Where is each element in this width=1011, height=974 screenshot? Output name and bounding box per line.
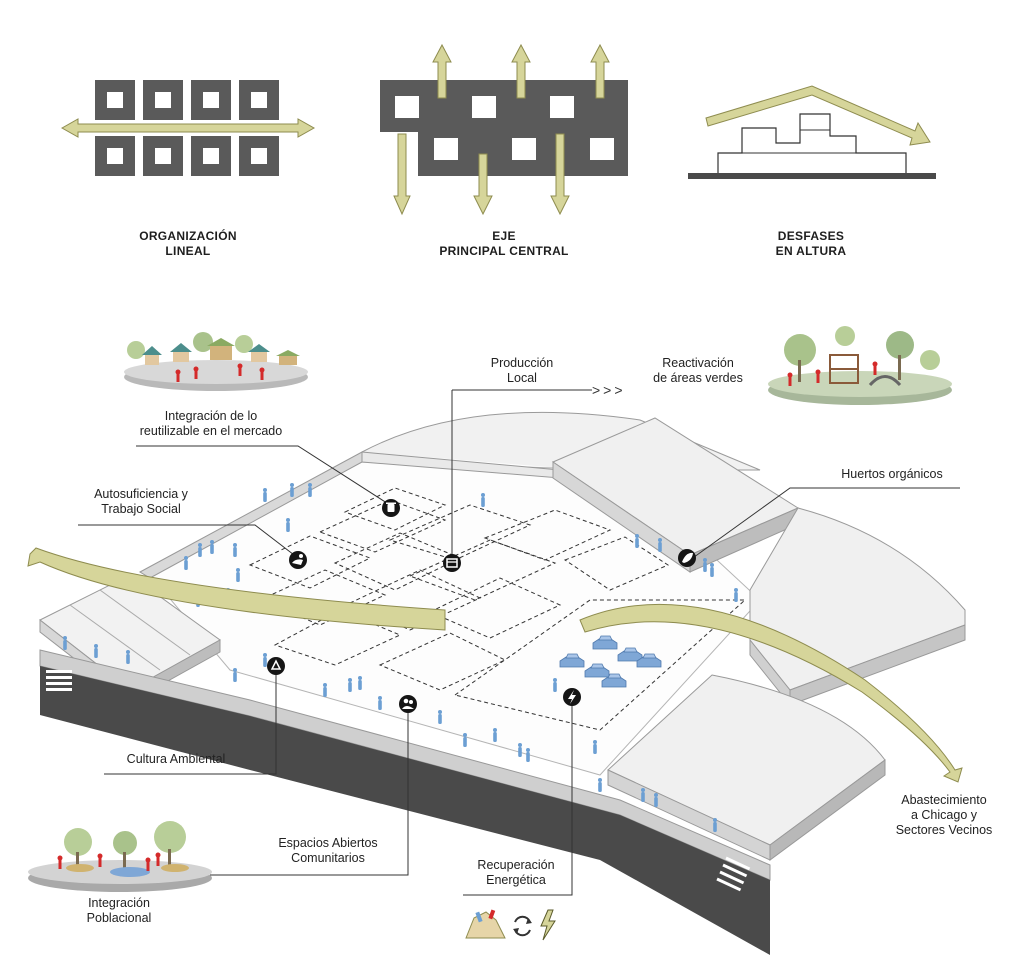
callout-autosuficiencia-line2: Trabajo Social xyxy=(101,502,181,516)
green-areas-vignette xyxy=(768,326,952,405)
callout-espacios: Espacios Abiertos Comunitarios xyxy=(278,836,377,866)
callout-reutilizable: Integración de lo reutilizable en el mer… xyxy=(140,409,282,439)
central-axis-diagram xyxy=(380,43,628,216)
concept-height-line2: EN ALTURA xyxy=(775,244,847,258)
callout-reutilizable-line1: Integración de lo xyxy=(164,409,258,423)
callout-reactivacion: Reactivación de áreas verdes xyxy=(653,356,743,386)
callout-recuperacion-line2: Energética xyxy=(486,873,546,887)
height-offset-diagram xyxy=(688,85,936,179)
callout-reactivacion-line1: Reactivación xyxy=(662,356,734,370)
concept-axis-line1: EJE xyxy=(492,229,516,243)
callout-espacios-line2: Comunitarios xyxy=(291,851,365,865)
market-stall-icon[interactable] xyxy=(443,554,461,572)
callout-huertos-line1: Huertos orgánicos xyxy=(841,467,943,481)
callout-produccion-line1: Producción xyxy=(490,356,554,370)
flow-arrows-indicator: >>> xyxy=(592,382,626,398)
callout-espacios-line1: Espacios Abiertos xyxy=(278,836,378,850)
concept-linear-line1: ORGANIZACIÓN xyxy=(139,229,237,243)
callout-cultura: Cultura Ambiental xyxy=(127,752,226,767)
waste-pile-icon xyxy=(465,909,506,939)
callout-reutilizable-line2: reutilizable en el mercado xyxy=(139,424,283,438)
callout-abastecimiento-line3: Sectores Vecinos xyxy=(895,823,993,837)
isometric-site xyxy=(27,411,966,955)
concept-linear-line2: LINEAL xyxy=(165,244,211,258)
callout-autosuficiencia-line1: Autosuficiencia y xyxy=(94,487,188,501)
concept-linear-label: ORGANIZACIÓN LINEAL xyxy=(139,229,237,259)
trash-icon[interactable] xyxy=(382,499,400,517)
hand-plant-icon[interactable] xyxy=(289,551,307,569)
lightning-icon[interactable] xyxy=(563,688,581,706)
callout-integracion-line2: Poblacional xyxy=(86,911,152,925)
recycle-icon[interactable] xyxy=(267,657,285,675)
callout-cultura-line1: Cultura Ambiental xyxy=(126,752,226,766)
linear-organization-diagram xyxy=(60,80,316,176)
callout-recuperacion-line1: Recuperación xyxy=(477,858,555,872)
callout-produccion: Producción Local xyxy=(491,356,554,386)
concept-axis-line2: PRINCIPAL CENTRAL xyxy=(439,244,569,258)
energy-bolt-icon xyxy=(540,909,556,941)
callout-reactivacion-line2: de áreas verdes xyxy=(653,371,743,385)
cycle-icon xyxy=(513,915,532,937)
community-icon[interactable] xyxy=(399,695,417,713)
leaf-hand-icon[interactable] xyxy=(678,549,696,567)
callout-abastecimiento-line1: Abastecimiento xyxy=(901,793,987,807)
callout-abastecimiento: Abastecimiento a Chicago y Sectores Veci… xyxy=(896,793,993,838)
population-vignette xyxy=(28,821,212,892)
callout-integracion: Integración Poblacional xyxy=(87,896,152,926)
callout-autosuficiencia: Autosuficiencia y Trabajo Social xyxy=(94,487,188,517)
callout-produccion-line2: Local xyxy=(507,371,537,385)
callout-abastecimiento-line2: a Chicago y xyxy=(910,808,977,822)
callout-huertos: Huertos orgánicos xyxy=(841,467,942,482)
market-vignette xyxy=(124,332,308,391)
concept-height-label: DESFASES EN ALTURA xyxy=(776,229,847,259)
callout-recuperacion: Recuperación Energética xyxy=(477,858,554,888)
concept-height-line1: DESFASES xyxy=(777,229,845,243)
callout-integracion-line1: Integración xyxy=(88,896,150,910)
concept-axis-label: EJE PRINCIPAL CENTRAL xyxy=(439,229,568,259)
